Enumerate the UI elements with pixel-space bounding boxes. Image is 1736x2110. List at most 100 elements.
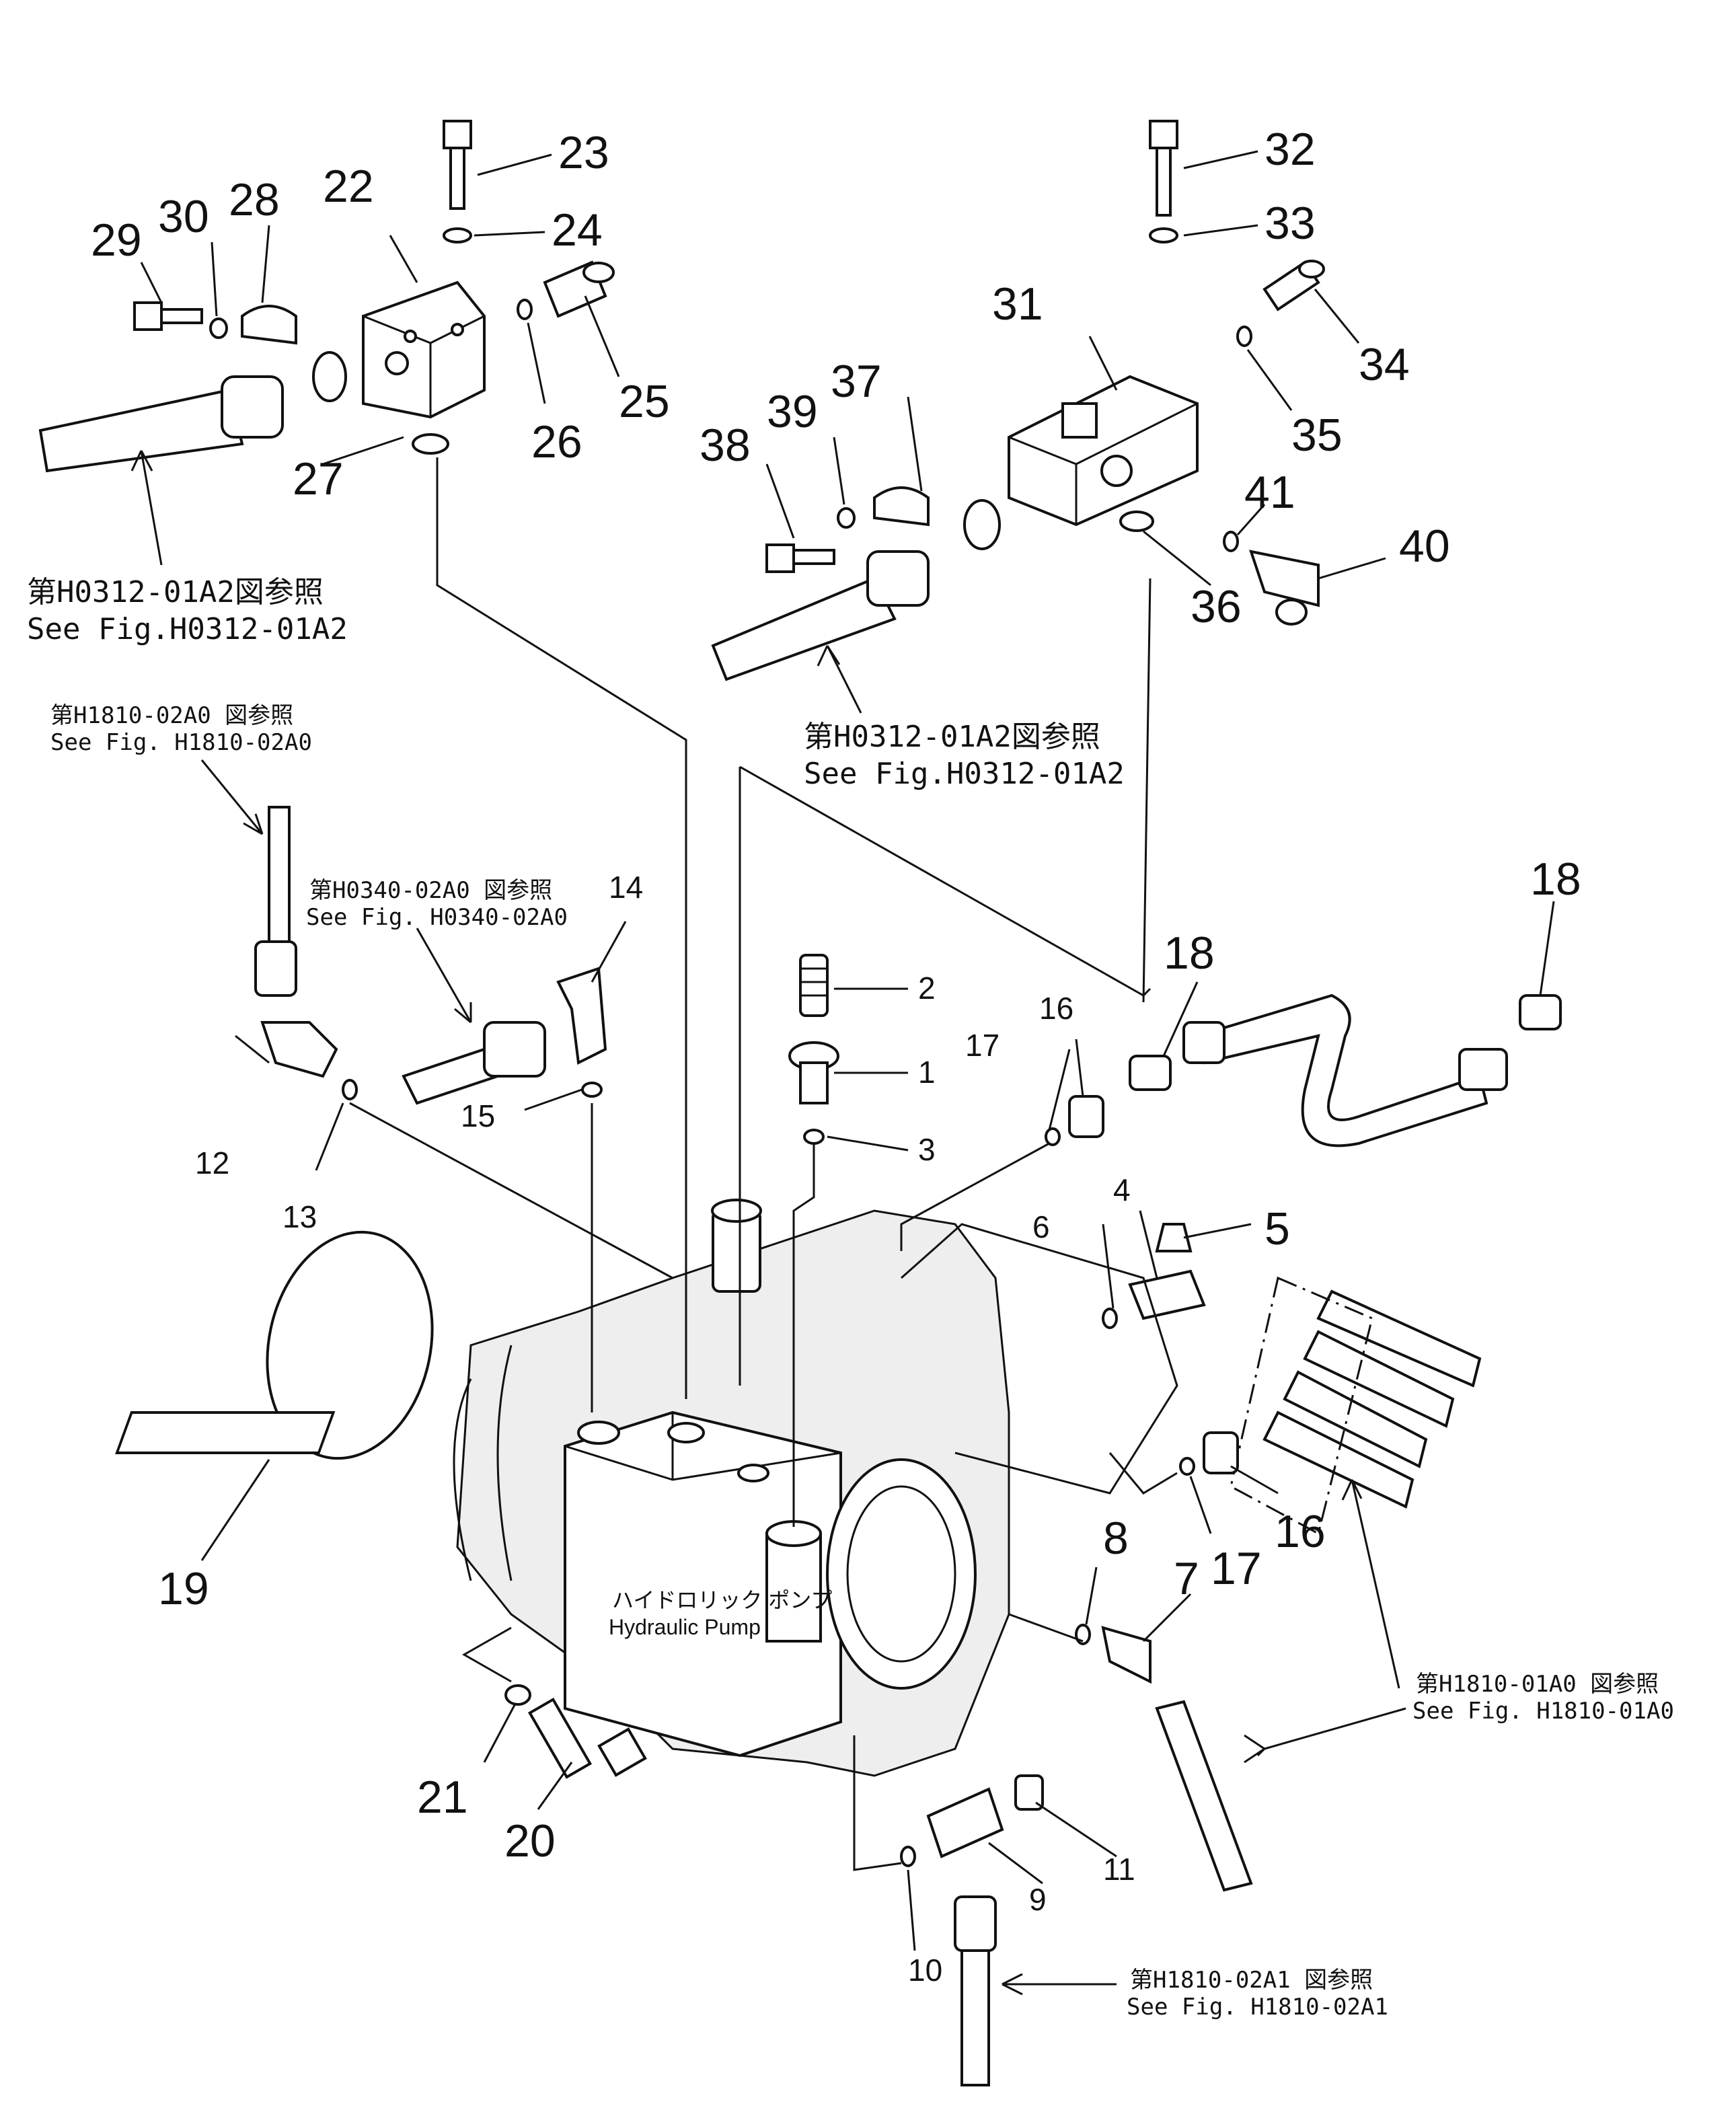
ref-top-left-jp: 第H0312-01A2図参照	[27, 575, 324, 609]
bolt-20	[527, 1697, 647, 1779]
callout-12: 12	[195, 1145, 229, 1180]
o-ring-41	[1223, 531, 1239, 552]
callout-21: 21	[417, 1772, 468, 1823]
callout-17-upper: 17	[965, 1028, 999, 1063]
callout-9: 9	[1029, 1882, 1047, 1917]
callout-13: 13	[282, 1199, 317, 1234]
o-ring-15	[581, 1082, 603, 1098]
callout-29: 29	[91, 215, 142, 266]
hose-assembly-top-center	[711, 499, 1001, 681]
ref-right-en: See Fig. H1810-01A0	[1412, 1698, 1674, 1725]
bolt-29	[133, 301, 203, 331]
callout-37: 37	[831, 356, 882, 407]
bolt-38	[765, 543, 835, 573]
pump-label-jp: ハイドロリック ポンプ	[612, 1588, 832, 1612]
ref-bottom-en: See Fig. H1810-02A1	[1127, 1994, 1388, 2021]
callout-24: 24	[552, 204, 603, 256]
ref-top-center-en: See Fig.H0312-01A2	[804, 757, 1125, 791]
o-ring-13	[342, 1079, 358, 1100]
plug-18-right	[1519, 994, 1562, 1030]
elbow-4	[1128, 1269, 1206, 1320]
ref-top-left-en: See Fig.H0312-01A2	[27, 612, 348, 646]
callout-2: 2	[918, 971, 936, 1006]
callout-30: 30	[158, 191, 209, 242]
hoses-right	[1230, 1276, 1482, 1536]
hose-left-vertical	[254, 806, 297, 997]
callout-41: 41	[1244, 467, 1295, 518]
elbow-12	[260, 1021, 338, 1078]
callout-32: 32	[1265, 124, 1316, 175]
leader-lines	[130, 150, 1555, 1996]
hose-lower-right	[1155, 1700, 1253, 1892]
o-ring-35	[1236, 326, 1252, 347]
elbow-40	[1249, 550, 1320, 626]
o-ring-17-lower	[1179, 1457, 1195, 1476]
bolt-23	[443, 120, 472, 210]
fitting-2	[799, 954, 829, 1017]
valve-block-31	[1008, 375, 1199, 527]
callout-20: 20	[504, 1815, 556, 1867]
callout-34: 34	[1359, 339, 1410, 390]
callout-31: 31	[992, 278, 1043, 330]
o-ring-17-upper	[1045, 1127, 1061, 1146]
o-ring-36	[1119, 511, 1154, 532]
callout-15: 15	[461, 1098, 495, 1133]
washer-21	[504, 1684, 531, 1706]
callout-14: 14	[609, 870, 643, 905]
hydraulic-pump	[115, 1199, 1010, 1777]
washer-30	[209, 317, 228, 339]
callout-28: 28	[229, 174, 280, 225]
callout-22: 22	[323, 161, 374, 212]
callout-16-lower: 16	[1275, 1506, 1326, 1557]
elbow-9	[926, 1787, 1004, 1858]
hose-assembly-top-left	[38, 351, 347, 473]
callout-8: 8	[1103, 1513, 1129, 1564]
callout-19: 19	[158, 1563, 209, 1614]
plug-18-left	[1129, 1055, 1172, 1091]
ref-mid-left-jp: 第H1810-02A0 図参照	[50, 702, 293, 729]
callout-35: 35	[1291, 410, 1343, 461]
callout-23: 23	[558, 127, 609, 178]
hose-right-upper	[1182, 993, 1508, 1147]
plug-16-upper	[1068, 1095, 1104, 1138]
callout-39: 39	[767, 386, 818, 437]
o-ring-6	[1102, 1308, 1118, 1329]
o-ring-19	[266, 1230, 434, 1460]
o-ring-26	[517, 299, 533, 320]
ref-bottom-jp: 第H1810-02A1 図参照	[1130, 1967, 1373, 1994]
callout-26: 26	[531, 416, 582, 467]
callout-1: 1	[918, 1055, 936, 1090]
washer-39	[837, 507, 856, 529]
callout-17-lower: 17	[1211, 1543, 1262, 1594]
elbow-34	[1262, 260, 1325, 311]
clamp-28	[241, 305, 297, 345]
plug-16-lower	[1203, 1431, 1239, 1474]
frame-line-a	[901, 1223, 1178, 1495]
o-ring-3	[803, 1129, 825, 1145]
callout-18-right: 18	[1530, 854, 1581, 905]
o-ring-10	[900, 1846, 916, 1867]
ref-right-jp: 第H1810-01A0 図参照	[1416, 1671, 1659, 1698]
plug-1	[788, 1041, 839, 1104]
elbow-25	[543, 260, 615, 318]
callout-25: 25	[619, 376, 670, 427]
callouts: 2 1 3 4 5 6 7 8 9 10 11 12 13 14 15 16 1…	[91, 124, 1581, 1988]
callout-3: 3	[918, 1132, 936, 1167]
callout-18-left: 18	[1164, 928, 1215, 979]
o-ring-27	[412, 433, 449, 455]
flange-block-22	[362, 280, 486, 419]
pump-label-en: Hydraulic Pump	[609, 1615, 761, 1639]
callout-4: 4	[1113, 1172, 1131, 1207]
ref-mid-center-jp: 第H0340-02A0 図参照	[309, 877, 552, 904]
elbow-7	[1101, 1626, 1152, 1684]
callout-36: 36	[1191, 581, 1242, 632]
callout-38: 38	[700, 420, 751, 471]
callout-16-upper: 16	[1039, 991, 1073, 1026]
bolt-32	[1149, 120, 1178, 217]
ref-mid-left-en: See Fig. H1810-02A0	[50, 729, 312, 756]
hose-bottom	[954, 1895, 997, 2086]
callout-6: 6	[1032, 1209, 1050, 1244]
callout-10: 10	[908, 1953, 942, 1988]
